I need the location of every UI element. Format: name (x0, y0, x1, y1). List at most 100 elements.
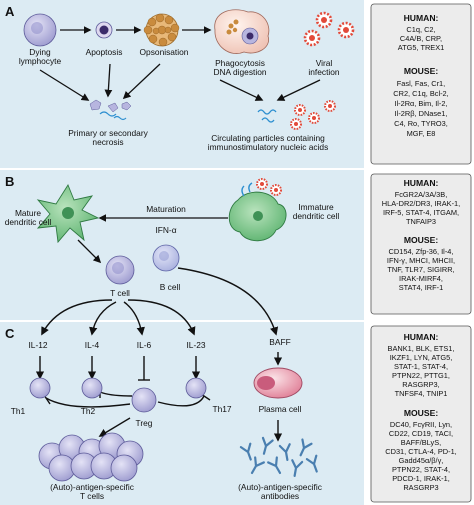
sidebar-a-human-gene: ATG5, TREX1 (398, 43, 445, 52)
sidebar-c-mouse-gene: BAFF/BLyS, (401, 438, 441, 447)
th17-label: Th17 (212, 404, 231, 414)
mature-dc-label-2: dendritic cell (5, 217, 52, 227)
necrosis-label-2: necrosis (92, 137, 123, 147)
immature-dc-label-1: Immature (298, 202, 334, 212)
sidebar-a-human-title: HUMAN: (404, 13, 439, 23)
sidebar-c-mouse-gene: DC40, FcγRII, Lyn, (390, 420, 452, 429)
t-cells-label-1: (Auto)-antigen-specific (50, 482, 134, 492)
antibodies-label-2: antibodies (261, 491, 299, 501)
mature-dendritic-cell (36, 184, 100, 244)
th2-cell (81, 377, 103, 399)
sidebar-b-mouse-gene: CD154, Zfp-36, Il-4, (389, 247, 454, 256)
sidebar-a-mouse-gene: Fasl, Fas, Cr1, (397, 79, 445, 88)
sidebar-b-human-title: HUMAN: (404, 178, 439, 188)
sidebar-b-box (370, 173, 472, 315)
sidebar-b-mouse-gene: STAT4, IRF-1 (399, 283, 443, 292)
sidebar-a-human-gene: C4A/B, CRP, (400, 34, 442, 43)
circulating-label-1: Circulating particles containing (211, 133, 325, 143)
maturation-label: Maturation (146, 204, 186, 214)
th1-label: Th1 (11, 406, 26, 416)
sidebar-a-mouse-gene: Il-2Rβ, DNase1, (395, 109, 448, 118)
t-cells-label-2: T cells (80, 491, 104, 501)
opsonisation-label: Opsonisation (140, 47, 189, 57)
necrotic-debris (89, 99, 132, 121)
sidebar-c-box (370, 325, 472, 503)
apoptotic-cell (95, 21, 113, 39)
sidebar-b-human-gene: HLA-DR2/DR3, IRAK-1, (382, 199, 460, 208)
th17-cell (185, 377, 207, 399)
sidebar-a-box (370, 3, 472, 165)
immature-dendritic-cell (228, 178, 287, 242)
sidebar-c-human-gene: PTPN22, PTTG1, (392, 371, 450, 380)
il23-label: IL-23 (186, 340, 205, 350)
circulating-label-2: immunostimulatory nucleic acids (208, 142, 329, 152)
sidebar-c-mouse-gene: PTPN22, STAT-4, (392, 465, 450, 474)
dying-lymphocyte-cell (23, 13, 57, 47)
sidebar-a-mouse-gene: MGF, E8 (407, 129, 436, 138)
dying-lymphocyte-label-2: lymphocyte (19, 56, 62, 66)
viral-infection-label-2: infection (308, 67, 340, 77)
panel-b-letter: B (5, 174, 14, 189)
sidebar-b-mouse-gene: TNF, TLR7, SIGIRR, (387, 265, 454, 274)
sidebar-c-mouse-title: MOUSE: (404, 408, 439, 418)
phagocyte-cell (214, 9, 270, 54)
sidebar-b-human-gene: IRF-5, STAT-4, ITGAM, (383, 208, 459, 217)
b-cell (152, 244, 180, 272)
viral-infection-label-1: Viral (316, 58, 333, 68)
sidebar-a-mouse-gene: C4, Ro, TYRO3, (394, 119, 448, 128)
sidebar-b-mouse-gene: IFN-γ, MHCI, MHCII, (387, 256, 455, 265)
sidebar-a-human-gene: C1q, C2, (406, 25, 435, 34)
il12-label: IL-12 (28, 340, 47, 350)
th2-label: Th2 (81, 406, 96, 416)
sidebar-c-mouse-gene: Gadd45α/β/γ, (399, 456, 444, 465)
sidebar-c-human-gene: IKZF1, LYN, ATG5, (390, 353, 453, 362)
panel-a-letter: A (5, 4, 15, 19)
t-cell-label: T cell (110, 288, 130, 298)
panel-c-letter: C (5, 326, 15, 341)
sidebar-c-human-title: HUMAN: (404, 332, 439, 342)
necrosis-label-1: Primary or secondary (68, 128, 148, 138)
sidebar-c-human-gene: RASGRP3, (402, 380, 439, 389)
sidebar-b-mouse-title: MOUSE: (404, 235, 439, 245)
treg-label: Treg (136, 418, 153, 428)
plasma-cell (253, 367, 303, 399)
sidebar-c-mouse-gene: PDCD-1, IRAK-1, (392, 474, 450, 483)
sidebar-c-mouse-gene: RASGRP3 (403, 483, 438, 492)
sidebar-c-mouse-gene: CD31, CTLA-4, PD-1, (385, 447, 456, 456)
mature-dc-label-1: Mature (15, 208, 41, 218)
t-cell (105, 255, 135, 285)
panel-a-arrows (39, 26, 321, 101)
sidebar-b-human-gene: FcGR2A/3A/3B, (395, 190, 448, 199)
plasma-cell-label: Plasma cell (259, 404, 302, 414)
sidebar-b-mouse-gene: IRAK-MIRF4, (399, 274, 443, 283)
th1-cell (29, 377, 51, 399)
sidebar-a-mouse-gene: Il-2Rα, Bim, Il-2, (394, 99, 447, 108)
sidebar-a-mouse-title: MOUSE: (404, 66, 439, 76)
panel-b-arrows (77, 214, 228, 264)
panel-a-background (0, 0, 364, 168)
virus-particles (303, 11, 355, 47)
il6-label: IL-6 (137, 340, 152, 350)
sidebar-c-human-gene: STAT-1, STAT-4, (394, 362, 448, 371)
ifn-alpha-label: IFN-α (155, 225, 176, 235)
phagocytosis-label-2: DNA digestion (213, 67, 266, 77)
sidebar-c-mouse-gene: CD22, CD19, TACI, (389, 429, 453, 438)
antibodies-label-1: (Auto)-antigen-specific (238, 482, 322, 492)
panel-b-background (0, 170, 364, 320)
panel-c-arrows (35, 267, 283, 442)
opsonised-cell (143, 13, 180, 47)
sidebar-b-human-gene: TNFAIP3 (406, 217, 436, 226)
immature-dc-label-2: dendritic cell (293, 211, 340, 221)
circulating-particles (257, 100, 336, 130)
antibodies (239, 436, 318, 477)
sidebar-a-mouse-gene: CR2, C1q, Bcl-2, (393, 89, 448, 98)
phagocytosis-label-1: Phagocytosis (215, 58, 265, 68)
treg-cell (131, 387, 157, 413)
sidebar-c-human-gene: TNFSF4, TNIP1 (395, 389, 448, 398)
il4-label: IL-4 (85, 340, 100, 350)
sidebar-c-human-gene: BANK1, BLK, ETS1, (388, 344, 455, 353)
t-cell-cluster (38, 432, 144, 482)
baff-label: BAFF (269, 337, 290, 347)
